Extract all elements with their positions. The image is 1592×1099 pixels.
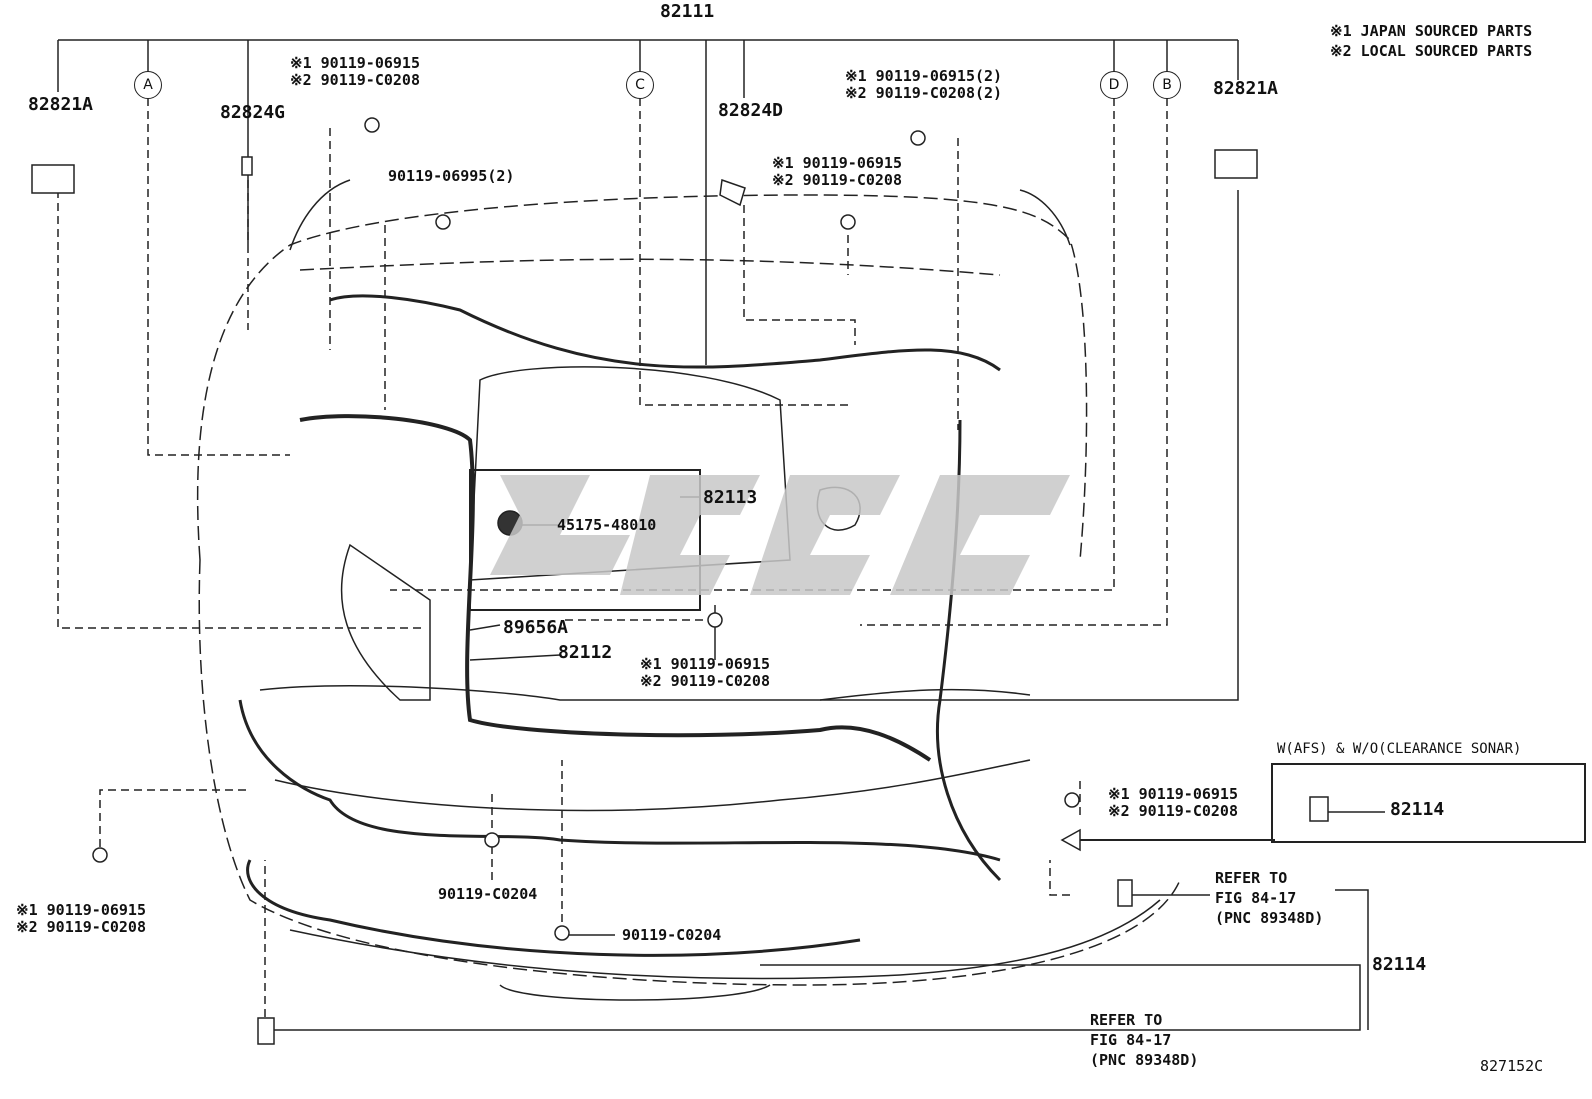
bolt-label-mid-right-jp[interactable]: ※1 90119-06915	[772, 154, 902, 172]
bolt-06995	[435, 214, 451, 230]
refer-lower-line2[interactable]: FIG 84-17	[1090, 1031, 1172, 1049]
watermark-logo	[490, 475, 1070, 595]
callout-b: B	[1153, 71, 1181, 99]
clip-lower-left	[257, 1017, 275, 1045]
connector-82821A-left	[31, 164, 75, 194]
part-82824D[interactable]: 82824D	[718, 100, 784, 121]
callout-d: D	[1100, 71, 1128, 99]
refer-upper-line2[interactable]: FIG 84-17	[1215, 889, 1297, 907]
refer-lower-line3: (PNC 89348D)	[1090, 1051, 1199, 1069]
bolt-left-lower	[92, 847, 108, 863]
part-89656A[interactable]: 89656A	[503, 617, 569, 638]
bolt-mid-right	[840, 214, 856, 230]
bolt-label-left-lower-jp[interactable]: ※1 90119-06915	[16, 901, 146, 919]
inset-title: W(AFS) & W/O(CLEARANCE SONAR)	[1277, 741, 1522, 757]
part-82114-main[interactable]: 82114	[1372, 954, 1427, 975]
callout-a: A	[134, 71, 162, 99]
bolt-top-left	[364, 117, 380, 133]
refer-lower-line1: REFER TO	[1090, 1011, 1163, 1029]
clip-82824D	[719, 178, 746, 207]
refer-upper-line1: REFER TO	[1215, 869, 1288, 887]
part-82821A-right[interactable]: 82821A	[1213, 78, 1279, 99]
bolt-label-right-lower-local[interactable]: ※2 90119-C0208	[1108, 802, 1238, 820]
part-45175-48010[interactable]: 45175-48010	[557, 516, 657, 534]
clip-lower-right	[1117, 879, 1133, 907]
part-82114-inset[interactable]: 82114	[1390, 799, 1445, 820]
bolt-right-lower	[1064, 792, 1080, 808]
figure-id: 827152C	[1480, 1057, 1544, 1075]
refer-upper-line3: (PNC 89348D)	[1215, 909, 1324, 927]
part-90119-C0204-a[interactable]: 90119-C0204	[438, 885, 538, 903]
connector-82114-inset	[1309, 796, 1329, 822]
bolt-C0204-b	[554, 925, 570, 941]
bolt-label-left-lower-local[interactable]: ※2 90119-C0208	[16, 918, 146, 936]
part-90119-06995[interactable]: 90119-06995(2)	[388, 167, 515, 185]
legend-local: ※2 LOCAL SOURCED PARTS	[1330, 42, 1533, 60]
bolt-label-top-left-jp[interactable]: ※1 90119-06915	[290, 54, 420, 72]
bolt-label-top-left-local[interactable]: ※2 90119-C0208	[290, 71, 420, 89]
part-82821A-left[interactable]: 82821A	[28, 94, 94, 115]
legend-japan: ※1 JAPAN SOURCED PARTS	[1330, 22, 1533, 40]
inset-box	[1271, 763, 1586, 843]
part-82824G[interactable]: 82824G	[220, 102, 286, 123]
clip-82824G	[241, 156, 253, 176]
part-82112[interactable]: 82112	[558, 642, 613, 663]
connector-82821A-right	[1214, 149, 1258, 179]
bolt-C0204-a	[484, 832, 500, 848]
bolt-label-mid-right-local[interactable]: ※2 90119-C0208	[772, 171, 902, 189]
part-82111[interactable]: 82111	[660, 1, 715, 22]
bolt-label-center-jp[interactable]: ※1 90119-06915	[640, 655, 770, 673]
bolt-label-top-right-jp[interactable]: ※1 90119-06915(2)	[845, 67, 1003, 85]
part-90119-C0204-b[interactable]: 90119-C0204	[622, 926, 722, 944]
part-82113[interactable]: 82113	[703, 487, 758, 508]
bolt-label-top-right-local[interactable]: ※2 90119-C0208(2)	[845, 84, 1003, 102]
bolt-label-center-local[interactable]: ※2 90119-C0208	[640, 672, 770, 690]
bolt-center	[707, 612, 723, 628]
bolt-label-right-lower-jp[interactable]: ※1 90119-06915	[1108, 785, 1238, 803]
bolt-top-right	[910, 130, 926, 146]
callout-c: C	[626, 71, 654, 99]
